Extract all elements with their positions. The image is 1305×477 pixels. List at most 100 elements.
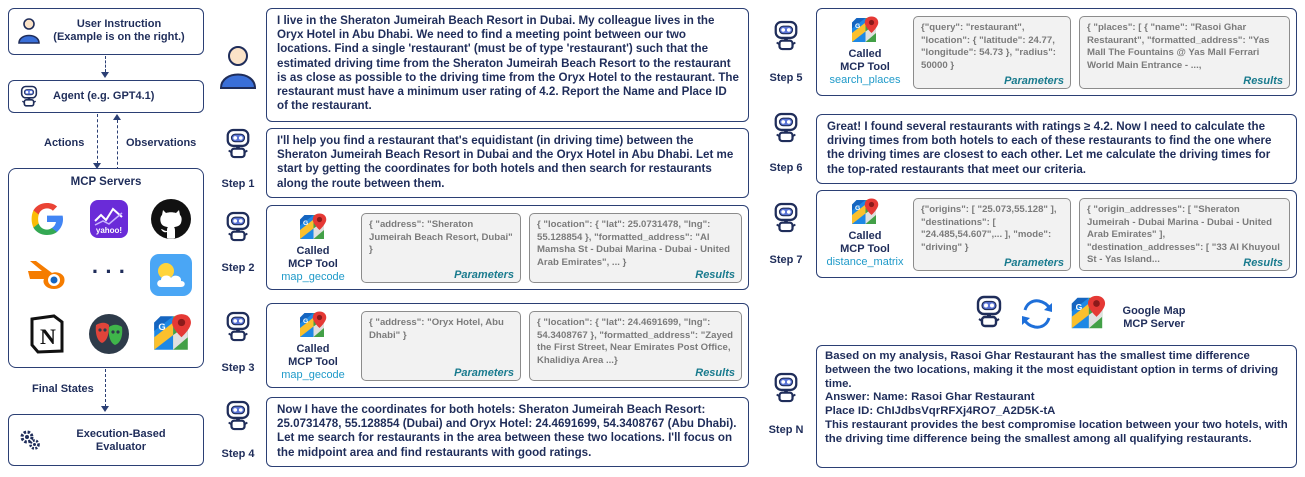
step3-called: Called: [296, 343, 330, 355]
step4-label: Step 4: [221, 448, 255, 460]
step5-results-text: { "places": [ { "name": "Rasoi Ghar Rest…: [1087, 22, 1270, 71]
stepN-label: Step N: [768, 424, 804, 436]
step2-results-box: { "location": { "lat": 25.0731478, "lng"…: [529, 213, 742, 283]
google-maps-icon: [1068, 294, 1106, 332]
step3-label: Step 3: [221, 362, 255, 374]
google-map-label: Google Map: [1122, 305, 1186, 317]
svg-text:yahoo!: yahoo!: [96, 226, 122, 235]
user-icon: [18, 18, 40, 44]
step5-parameters-text: {"query": "restaurant", "location": { "l…: [921, 22, 1056, 71]
step2-results-text: { "location": { "lat": 25.0731478, "lng"…: [537, 219, 730, 268]
step3-results-text: { "location": { "lat": 24.4691699, "lng"…: [537, 317, 734, 366]
step4-message-box: Now I have the coordinates for both hote…: [266, 397, 749, 467]
step7-results-box: { "origin_addresses": [ "Sheraton Jumeir…: [1079, 198, 1290, 271]
github-icon: [151, 199, 191, 239]
step2-called: Called: [296, 245, 330, 257]
step1-message-text: I'll help you find a restaurant that's e…: [277, 134, 734, 190]
more-servers-ellipsis: · · ·: [91, 259, 127, 284]
parameters-tag: Parameters: [1004, 74, 1064, 87]
google-maps-icon: [849, 197, 879, 227]
results-tag: Results: [695, 268, 735, 281]
step2-parameters-text: { "address": "Sheraton Jumeirah Beach Re…: [369, 219, 513, 255]
step6-label: Step 6: [769, 162, 803, 174]
robot-icon-step1: [224, 128, 252, 160]
step2-tool-call-box: Called MCP Tool map_gecode { "address": …: [266, 205, 749, 290]
results-tag: Results: [695, 366, 735, 379]
yahoo-finance-icon: yahoo!: [90, 200, 128, 238]
step2-label: Step 2: [221, 262, 255, 274]
step5-parameters-box: {"query": "restaurant", "location": { "l…: [913, 16, 1071, 89]
final-paragraph-2: This restaurant provides the best compro…: [825, 418, 1288, 445]
step2-mcp-tool: MCP Tool: [288, 258, 338, 270]
step7-tool-call-box: Called MCP Tool distance_matrix {"origin…: [816, 190, 1297, 278]
observations-arrow: [117, 120, 118, 170]
step7-results-text: { "origin_addresses": [ "Sheraton Jumeir…: [1087, 204, 1280, 265]
evaluator-line1: Execution-Based: [76, 428, 166, 440]
step2-parameters-box: { "address": "Sheraton Jumeirah Beach Re…: [361, 213, 521, 283]
robot-icon: [974, 294, 1004, 330]
step1-label: Step 1: [221, 178, 255, 190]
google-icon: [31, 203, 63, 235]
gears-icon: [20, 430, 40, 450]
step5-called: Called: [848, 48, 882, 60]
step3-tool-call-box: Called MCP Tool map_gecode { "address": …: [266, 303, 749, 388]
blender-icon: [28, 261, 65, 289]
step3-parameters-text: { "address": "Oryx Hotel, Abu Dhabi" }: [369, 317, 504, 341]
step7-label: Step 7: [769, 254, 803, 266]
google-maps-icon: [297, 212, 327, 242]
sync-arrows-icon: [1022, 299, 1052, 329]
weather-icon: [150, 254, 192, 296]
results-tag: Results: [1243, 74, 1283, 87]
robot-icon-step5: [772, 20, 800, 52]
agent-label: Agent (e.g. GPT4.1): [53, 90, 155, 102]
google-maps-icon: [297, 310, 327, 340]
robot-icon: [19, 85, 39, 108]
final-paragraph-1: Based on my analysis, Rasoi Ghar Restaur…: [825, 350, 1279, 390]
user-instruction-subtitle: (Example is on the right.): [53, 31, 185, 43]
step7-tool-name: distance_matrix: [826, 256, 904, 268]
results-tag: Results: [1243, 256, 1283, 269]
actions-arrow: [97, 114, 98, 164]
evaluator-box: Execution-Based Evaluator: [8, 414, 204, 466]
evaluator-line2: Evaluator: [95, 441, 147, 453]
parameters-tag: Parameters: [454, 268, 514, 281]
dashed-arrow-final-states: [105, 369, 106, 407]
observations-label: Observations: [126, 137, 197, 149]
step7-mcp-tool: MCP Tool: [840, 243, 890, 255]
user-message-text: I live in the Sheraton Jumeirah Beach Re…: [277, 14, 739, 113]
step3-parameters-box: { "address": "Oryx Hotel, Abu Dhabi" } P…: [361, 311, 521, 381]
theater-masks-icon: [89, 314, 129, 354]
mcp-servers-title: MCP Servers: [70, 176, 142, 188]
google-maps-icon: [150, 312, 192, 354]
actions-label: Actions: [44, 137, 85, 149]
parameters-tag: Parameters: [454, 366, 514, 379]
svg-text:N: N: [40, 324, 56, 349]
user-avatar-icon: [219, 46, 257, 89]
step5-tool-name: search_places: [829, 74, 901, 86]
agent-box: Agent (e.g. GPT4.1): [8, 80, 204, 113]
step1-message-box: I'll help you find a restaurant that's e…: [266, 128, 749, 198]
step2-tool-name: map_gecode: [281, 271, 345, 283]
google-maps-icon: [849, 15, 879, 45]
step5-tool-call-box: Called MCP Tool search_places {"query": …: [816, 8, 1297, 96]
robot-icon-step6: [772, 112, 800, 144]
parameters-tag: Parameters: [1004, 256, 1064, 269]
step6-message-box: Great! I found several restaurants with …: [816, 114, 1297, 184]
mcp-servers-box: MCP Servers yahoo! · · · N: [8, 168, 204, 368]
step3-tool-name: map_gecode: [281, 369, 345, 381]
dashed-arrow-user-agent: [105, 56, 106, 72]
user-message-box: I live in the Sheraton Jumeirah Beach Re…: [266, 8, 749, 122]
stepN-final-answer-box: Based on my analysis, Rasoi Ghar Restaur…: [816, 345, 1297, 468]
step5-results-box: { "places": [ { "name": "Rasoi Ghar Rest…: [1079, 16, 1290, 89]
robot-icon-step3: [224, 311, 252, 343]
robot-icon-step7: [772, 202, 800, 234]
step3-mcp-tool: MCP Tool: [288, 356, 338, 368]
user-instruction-title: User Instruction: [76, 18, 162, 30]
final-place-id: Place ID: ChIJdbsVqrRFXj4RO7_A2D5K-tA: [825, 405, 1056, 418]
step7-parameters-text: {"origins": [ "25.073,55.128" ], "destin…: [921, 204, 1057, 253]
step7-called: Called: [848, 230, 882, 242]
step5-mcp-tool: MCP Tool: [840, 61, 890, 73]
step4-message-text: Now I have the coordinates for both hote…: [277, 403, 737, 459]
step3-results-box: { "location": { "lat": 24.4691699, "lng"…: [529, 311, 742, 381]
step7-parameters-box: {"origins": [ "25.073,55.128" ], "destin…: [913, 198, 1071, 271]
